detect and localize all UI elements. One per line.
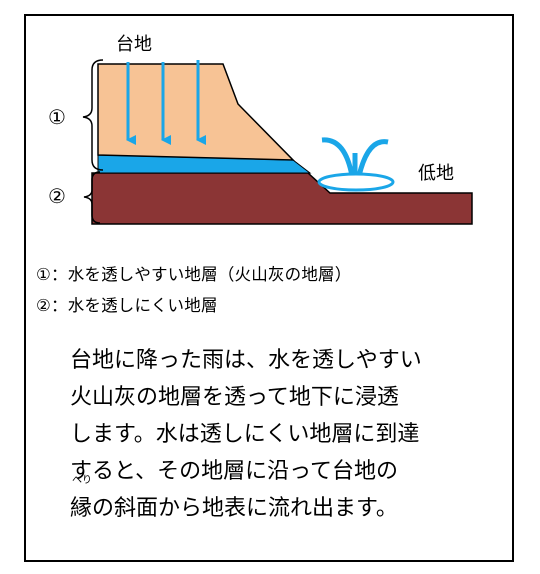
- description-line-1: 台地に降った雨は、水を透しやすい: [70, 348, 422, 373]
- layer1-label: ①: [48, 105, 66, 129]
- layer1-brace: [82, 59, 104, 171]
- description-text: 台地に降った雨は、水を透しやすい 火山灰の地層を透って地下に浸透 します。水は透…: [70, 342, 470, 527]
- spring-fountain-left: [321, 137, 355, 177]
- description-line-3: します。水は透しにくい地層に到達: [70, 422, 420, 447]
- impermeable-layer: [91, 172, 473, 225]
- lowland-label: 低地: [418, 163, 454, 184]
- plateau-label: 台地: [116, 34, 152, 55]
- legend-line-1: ①：水を透しやすい地層（火山灰の地層）: [36, 265, 352, 284]
- layer2-brace: [83, 171, 101, 224]
- legend-line-2: ②：水を透しにくい地層: [36, 296, 218, 315]
- spring-pool: [317, 172, 395, 192]
- description-line-5-rest: の斜面から地表に流れ出ます。: [92, 496, 398, 521]
- layer2-label: ②: [48, 184, 66, 208]
- ruby-base: 縁: [70, 496, 93, 521]
- permeable-layer: [97, 63, 295, 161]
- description-line-2: 火山灰の地層を透って地下に浸透: [70, 385, 399, 410]
- ruby-word: へり縁: [70, 475, 93, 527]
- description-line-5: へり縁の斜面から地表に流れ出ます。: [70, 475, 470, 527]
- furigana: へり: [72, 475, 92, 486]
- description-line-4: すると、その地層に沿って台地の: [70, 459, 399, 484]
- spring-fountain-right: [356, 139, 389, 177]
